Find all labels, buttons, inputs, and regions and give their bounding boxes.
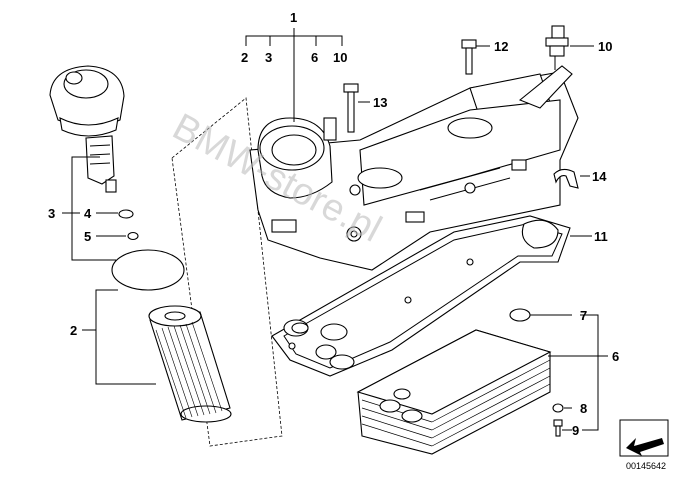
large-o-ring xyxy=(111,249,185,291)
callout-11: 11 xyxy=(594,229,608,244)
oil-pressure-sensor xyxy=(545,25,569,70)
callout-8: 8 xyxy=(580,401,587,416)
seal-ring-4 xyxy=(118,209,134,219)
bolt-13 xyxy=(343,83,359,133)
bolt-12 xyxy=(461,39,477,75)
seal-ring-5 xyxy=(127,231,139,241)
callout-6-right: 6 xyxy=(612,349,619,364)
oil-filter-element xyxy=(148,305,232,423)
callout-3-left: 3 xyxy=(48,206,55,221)
callout-7: 7 xyxy=(580,308,587,323)
seal-7 xyxy=(509,308,531,322)
callout-4: 4 xyxy=(84,206,92,221)
callout-10-top: 10 xyxy=(333,50,347,65)
callout-13: 13 xyxy=(373,95,387,110)
callout-2-left: 2 xyxy=(70,323,77,338)
callout-9: 9 xyxy=(572,423,579,438)
callout-3-top: 3 xyxy=(265,50,272,65)
orientation-arrow-icon xyxy=(619,419,669,457)
clip-14 xyxy=(553,168,579,189)
oil-cooler xyxy=(356,329,552,455)
diagram-code: 00145642 xyxy=(626,461,666,471)
oil-filter-housing xyxy=(249,65,579,271)
callout-10-right: 10 xyxy=(598,39,612,54)
oil-filter-cap xyxy=(49,65,125,193)
callout-6-top: 6 xyxy=(311,50,318,65)
callout-1: 1 xyxy=(290,10,297,25)
dashed-frame xyxy=(171,97,283,447)
callout-12: 12 xyxy=(494,39,508,54)
callout-5: 5 xyxy=(84,229,91,244)
leader-lines xyxy=(62,28,608,431)
gasket-11 xyxy=(271,215,571,377)
nut-8 xyxy=(552,403,564,413)
callout-2-top: 2 xyxy=(241,50,248,65)
bolt-9 xyxy=(553,419,563,437)
callout-14: 14 xyxy=(592,169,607,184)
